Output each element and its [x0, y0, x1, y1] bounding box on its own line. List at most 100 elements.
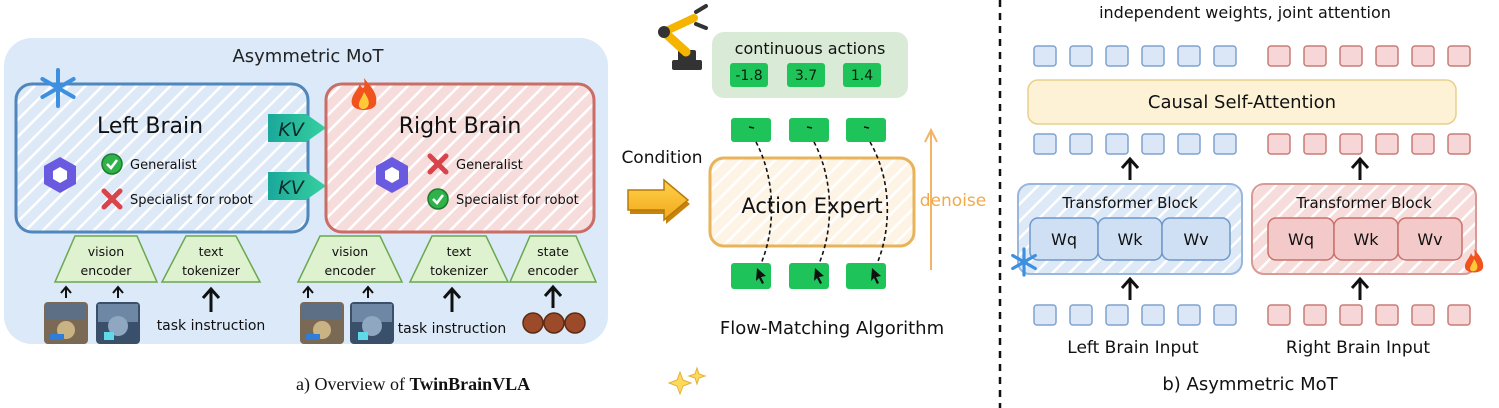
token [1339, 304, 1363, 326]
token [1411, 304, 1435, 326]
token [1267, 304, 1291, 326]
sparkles-icon [667, 366, 707, 396]
action-value-3: 1.4 [843, 63, 881, 87]
action-expert-box [708, 156, 916, 248]
token [1105, 133, 1129, 155]
action-value-2: 3.7 [787, 63, 825, 87]
token [1141, 304, 1165, 326]
token [1213, 133, 1237, 155]
token [1267, 133, 1291, 155]
state-tokens-icon [522, 312, 586, 334]
svg-text:-1.8: -1.8 [735, 68, 762, 84]
left-brain-input-label: Left Brain Input [1067, 338, 1199, 358]
caption-b: b) Asymmetric MoT [1162, 374, 1338, 395]
token [1303, 45, 1327, 67]
token [1339, 133, 1363, 155]
token [1105, 45, 1129, 67]
right-task-instruction: task instruction [398, 321, 507, 337]
right-brain-title: Right Brain [399, 114, 522, 139]
right-weight-wk: Wk [1333, 217, 1399, 261]
token [1447, 45, 1471, 67]
token [1213, 304, 1237, 326]
camera-image-2 [96, 302, 140, 344]
svg-text:encoder: encoder [325, 263, 377, 278]
token-row-mid-left [1033, 133, 1237, 155]
left-text-tokenizer: text tokenizer [160, 235, 262, 283]
causal-self-attention-label: Causal Self-Attention [1148, 92, 1336, 113]
denoise-label: denoise [920, 191, 986, 211]
robot-arm-icon [658, 4, 708, 70]
block-up-arrows [1120, 156, 1370, 300]
token-row-top-left [1033, 45, 1237, 67]
instruction-arrows [201, 284, 563, 312]
svg-text:tokenizer: tokenizer [182, 263, 241, 278]
token [1375, 45, 1399, 67]
token [1447, 133, 1471, 155]
left-transformer-title: Transformer Block [1061, 194, 1198, 212]
left-brain-box [14, 82, 310, 234]
action-expert-label: Action Expert [741, 194, 882, 218]
right-text-tokenizer: text tokenizer [408, 235, 510, 283]
token [1177, 45, 1201, 67]
svg-text:encoder: encoder [528, 263, 580, 278]
token [1411, 45, 1435, 67]
right-transformer-title: Transformer Block [1295, 194, 1432, 212]
svg-text:vision: vision [332, 244, 368, 259]
right-feature-specialist: Specialist for robot [456, 193, 579, 208]
causal-self-attention-box [1027, 79, 1457, 125]
left-feature-specialist: Specialist for robot [130, 193, 253, 208]
left-weight-wk: Wk [1097, 217, 1163, 261]
asymmetric-mot-title: Asymmetric MoT [232, 46, 384, 67]
state-encoder: state encoder [508, 235, 598, 283]
token [1141, 133, 1165, 155]
token [1177, 133, 1201, 155]
specialist-cross-icon [101, 188, 123, 210]
svg-text:tokenizer: tokenizer [430, 263, 489, 278]
left-feature-generalist: Generalist [130, 158, 197, 173]
token [1267, 45, 1291, 67]
camera-image-4 [350, 302, 394, 344]
left-vision-encoder: vision encoder [53, 235, 159, 283]
right-vision-encoder: vision encoder [296, 235, 404, 283]
svg-text:Wq: Wq [1288, 230, 1314, 249]
svg-text:Wk: Wk [1117, 230, 1143, 249]
token-row-mid-right [1267, 133, 1471, 155]
left-weight-wq: Wq [1029, 217, 1099, 261]
caption-a: a) Overview of TwinBrainVLA [296, 374, 530, 395]
denoised-token-row [731, 118, 886, 142]
snowflake-icon-small [1011, 247, 1037, 277]
token [1033, 133, 1057, 155]
svg-text:Wv: Wv [1183, 230, 1208, 249]
svg-text:text: text [447, 244, 472, 259]
kv-label-bottom: KV [278, 177, 305, 199]
token [1033, 304, 1057, 326]
model-logo-icon-right [376, 157, 408, 193]
fire-icon [351, 78, 377, 110]
right-weight-wq: Wq [1267, 217, 1335, 261]
condition-label: Condition [621, 148, 702, 168]
camera-image-1 [44, 302, 88, 344]
denoise-arrow [924, 127, 938, 270]
fire-icon-small [1464, 249, 1484, 273]
svg-text:Wq: Wq [1051, 230, 1077, 249]
input-arrows [60, 285, 374, 298]
continuous-actions-title: continuous actions [735, 39, 886, 58]
token [1339, 45, 1363, 67]
token [1033, 45, 1057, 67]
token [1141, 45, 1165, 67]
noise-token-row [731, 263, 886, 289]
flow-matching-label: Flow-Matching Algorithm [720, 318, 944, 339]
right-feature-generalist: Generalist [456, 158, 523, 173]
generalist-cross-icon [427, 153, 449, 175]
svg-text:3.7: 3.7 [795, 68, 817, 84]
token [1069, 304, 1093, 326]
token [1375, 133, 1399, 155]
right-brain-box [324, 82, 596, 234]
independent-weights-label: independent weights, joint attention [1099, 3, 1391, 22]
token [1105, 304, 1129, 326]
svg-text:encoder: encoder [81, 263, 133, 278]
token [1375, 304, 1399, 326]
cursor-icons [756, 268, 881, 284]
kv-label-top: KV [278, 119, 305, 141]
token [1177, 304, 1201, 326]
